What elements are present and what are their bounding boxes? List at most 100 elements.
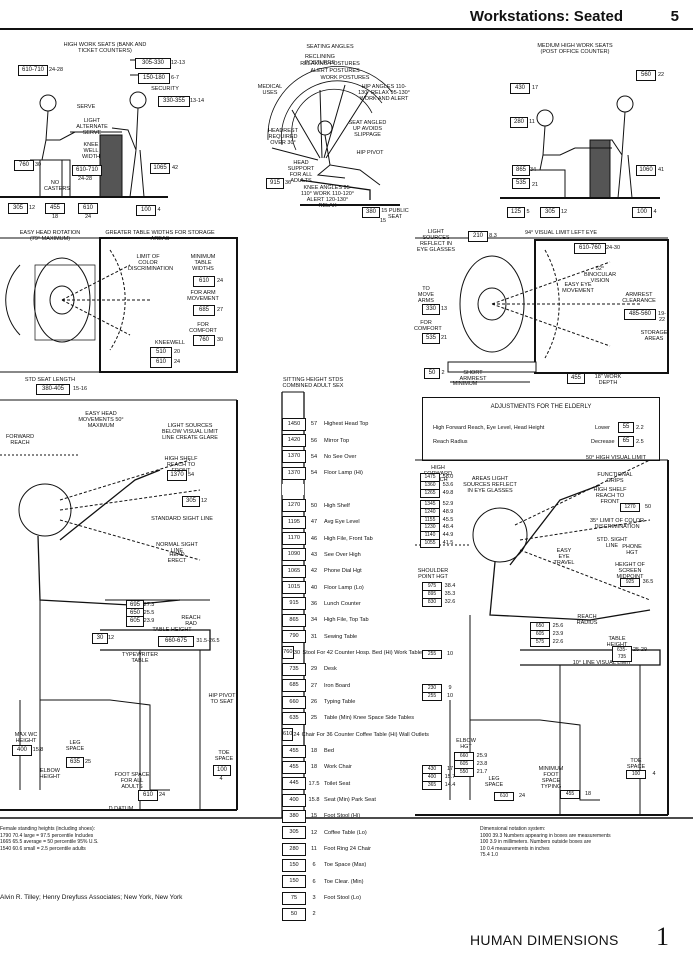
dim-box: 610-710: [72, 165, 102, 176]
note: Short Armrest: [459, 370, 487, 382]
table-cell-mm: 50: [282, 907, 306, 921]
table-cell-in: 43: [310, 551, 318, 558]
dim-box: 535: [422, 333, 440, 344]
table-cell-label: Stool For 42 Counter Hosp. Bed (Hi) Work…: [302, 649, 423, 656]
note: Toe Space: [214, 750, 234, 762]
table-cell-in: 3: [312, 895, 316, 902]
table-cell-mm: [282, 484, 304, 496]
footer-line: 1540 60.6 small = 2.5 percentile adults: [0, 845, 86, 852]
dim-inch: 23.9: [552, 631, 564, 637]
note: Elbow Hgt: [456, 738, 476, 750]
dim-box: 330: [422, 304, 440, 315]
dim-inch: 23.8: [476, 761, 488, 767]
dim-box: 380: [362, 207, 380, 218]
dim-inch: 6-7: [171, 75, 179, 81]
elderly-row1-label: High Forward Reach, Eye Level, Head Heig…: [433, 425, 545, 431]
dim-inch: 18: [51, 214, 59, 220]
note: Height Of Screen Midpoint: [615, 562, 645, 580]
dim-box: 1265: [420, 489, 440, 498]
table-cell-mm: 760: [282, 646, 294, 660]
table-cell-in: 54: [310, 453, 318, 460]
note: Hip Pivot To Seat: [208, 693, 236, 705]
note: Reclining Postures: [304, 54, 336, 66]
dim-inch: 13-14: [189, 98, 205, 104]
elderly-adjustments-box: ADJUSTMENTS FOR THE ELDERLY High Forward…: [422, 397, 660, 461]
note: Medical Uses: [257, 84, 283, 96]
dim-inch: 45.5: [442, 517, 454, 523]
table-cell-in: 40: [310, 584, 318, 591]
dim-box: 610-760: [574, 243, 606, 254]
note: Serve: [76, 104, 96, 110]
table-cell-mm: 150: [282, 875, 306, 889]
table-cell-in: 31: [310, 633, 318, 640]
table-cell-in: 24: [293, 731, 300, 738]
note: Table Height: [606, 636, 628, 648]
dim-box: 330-355: [158, 96, 190, 107]
footer-line: 100 3.9 in millimeters. Numbers outside …: [480, 839, 592, 845]
dim-inch: 13: [440, 306, 448, 312]
dim-inch: 41: [657, 167, 665, 173]
table-cell-mm: 1065: [282, 564, 306, 578]
table-cell-label: Chair For 36 Counter Coffee Table (Hi) W…: [301, 731, 429, 738]
dim-inch: 24: [518, 793, 526, 799]
note: Easy Eye Movement: [562, 282, 594, 294]
dim-inch: 12: [560, 209, 568, 215]
dim-box: 865: [512, 165, 530, 176]
dim-box: 100: [136, 205, 156, 216]
table-cell-label: Foot Stool (Hi): [324, 813, 361, 820]
table-cell-label: High File, Top Tab: [324, 617, 369, 624]
dim-box: 125: [507, 207, 525, 218]
note: Greater Table Widths For Storage Areas: [105, 230, 215, 242]
table-cell-label: Phone Dial Hgt: [324, 568, 362, 575]
table-cell-label: Foot Ring 24 Chair: [324, 846, 371, 853]
section-number: 5: [670, 8, 679, 25]
table-title: SITTING HEIGHT STDS COMBINED ADULT SEX: [282, 377, 344, 389]
elderly-row1-dir: Lower: [595, 425, 610, 431]
table-cell-mm: 455: [282, 744, 306, 758]
note: Areas Light Sources Reflect In Eye Glass…: [463, 476, 517, 494]
dim-box: 210: [468, 231, 488, 242]
table-cell-in: 15: [310, 813, 318, 820]
dim-inch: 27.3: [143, 602, 155, 608]
page-number: 1: [656, 922, 669, 951]
dim-box: 1270: [620, 503, 640, 512]
dim-box: 400: [12, 745, 32, 756]
table-cell-mm: 1090: [282, 548, 306, 562]
dim-box: 575: [530, 638, 550, 647]
dim-inch: 15: [379, 218, 387, 224]
table-cell-mm: 400: [282, 793, 306, 807]
note: Alert Postures: [310, 68, 360, 74]
dim-inch: 32.6: [444, 599, 456, 605]
table-cell-label: Seat (Min) Park Seat: [324, 797, 376, 804]
table-cell-label: Sewing Table: [324, 633, 358, 640]
note: High Shelf Reach To Front: [593, 487, 627, 505]
table-cell-mm: 1195: [282, 515, 306, 529]
medium-seats-title: MEDIUM HIGH WORK SEATS (POST OFFICE COUN…: [537, 43, 613, 55]
dim-inch: 25: [84, 759, 92, 765]
note: Easy Eye Travel: [553, 548, 575, 566]
note: Reach Radius: [576, 614, 598, 626]
dim-inch: 24: [158, 792, 166, 798]
note: D Datum: [108, 806, 134, 812]
dim-box: 925: [620, 578, 640, 587]
dim-inch: 4: [653, 209, 657, 215]
book-title: HUMAN DIMENSIONS: [470, 932, 619, 948]
note: Toe Space: [626, 758, 646, 770]
table-cell-mm: 455: [282, 760, 306, 774]
table-cell-in: 17.5: [308, 780, 320, 787]
dim-inch: 42: [171, 165, 179, 171]
note: 10° Line Visual Limit: [572, 660, 632, 666]
dim-inch: 58.0: [442, 474, 454, 480]
elderly-row2-label: Reach Radius: [433, 439, 468, 445]
dim-inch: 54: [187, 472, 195, 478]
note: Head Support For All Adults: [287, 160, 315, 184]
dim-box: 660-675: [158, 636, 194, 647]
